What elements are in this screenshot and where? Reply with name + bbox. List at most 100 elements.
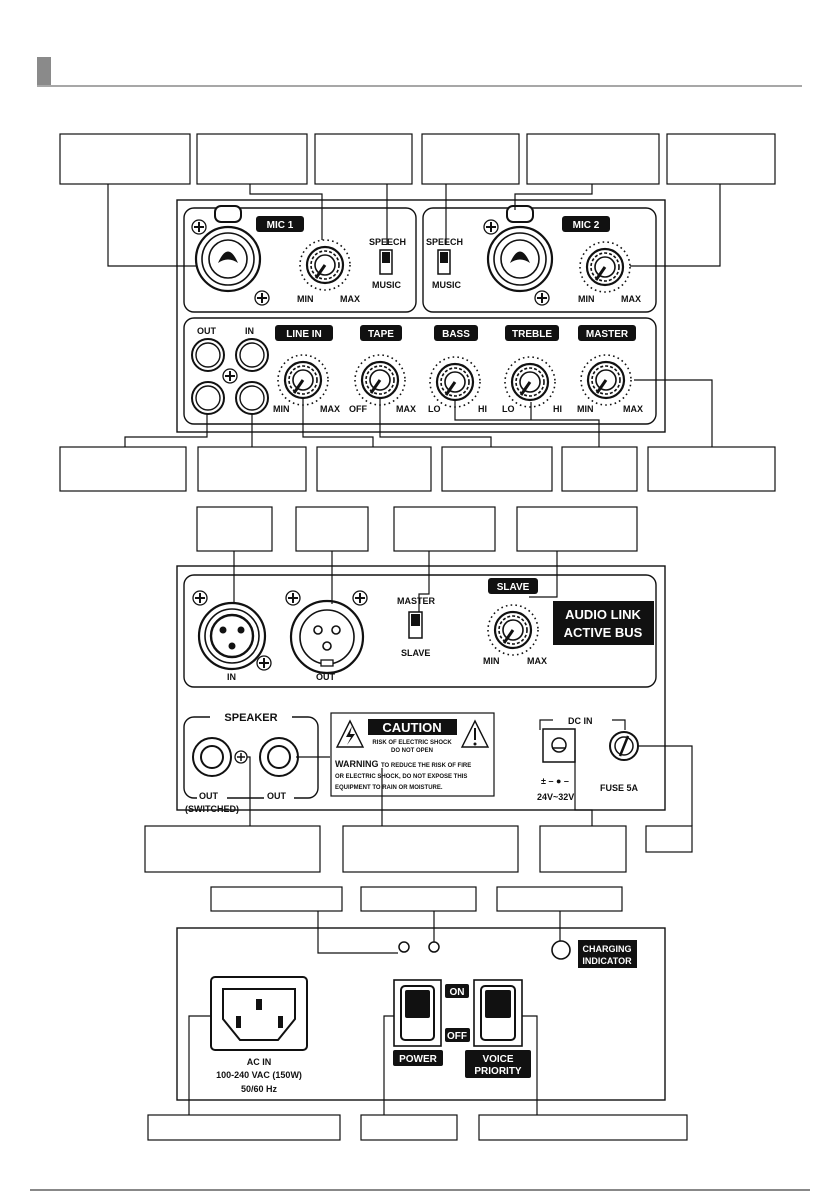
section-header [37,57,802,87]
leader-lines-panel3 [188,911,561,1115]
on-label: ON [450,987,465,998]
warn-text-3: EQUIPMENT TO RAIN OR MOISTURE. [335,785,443,791]
slave-switch-label: SLAVE [401,648,430,658]
polarity-symbol: ± – ● – [541,776,569,786]
audio-link-label: AUDIO LINK [565,607,641,622]
xlr-out-label: OUT [316,672,336,682]
mic2-speech-label: SPEECH [426,237,463,247]
dc-in-socket[interactable] [542,728,576,763]
out-label: OUT [197,326,217,336]
risk-text-2: DO NOT OPEN [391,748,433,754]
indicator-led-2 [428,941,440,953]
master-min: MIN [577,404,594,414]
rca-in-jack-bottom[interactable] [235,381,269,415]
rear-panel: IN OUT MASTER SLAVE SLAVE MIN MAX AUDIO … [176,565,666,814]
xlr-in-connector[interactable] [192,590,272,671]
power-switch[interactable] [393,979,442,1047]
mic1-max-label: MAX [340,294,360,304]
mic1-speech-music-switch[interactable] [379,249,393,275]
callout-box [59,446,187,492]
callout-boxes-panel3-bottom [147,1114,688,1141]
active-bus-label: ACTIVE BUS [564,625,643,640]
callout-box [59,133,191,185]
switched-label: (SWITCHED) [185,804,239,814]
priority-label: PRIORITY [474,1066,522,1077]
speaker-out-switched-jack[interactable] [192,737,232,777]
callout-boxes-panel2-top [196,506,638,552]
charging-label-2: INDICATOR [582,956,632,966]
mic2-combo-jack[interactable] [483,205,554,306]
leader-lines-panel1 [107,184,721,447]
callout-box [496,886,623,912]
speaker-out-jack[interactable] [259,737,299,777]
ac-in-label: AC IN [247,1057,272,1067]
caution-label: CAUTION RISK OF ELECTRIC SHOCK DO NOT OP… [330,712,495,797]
mic2-max-label: MAX [621,294,641,304]
callout-box [478,1114,688,1141]
line-in-label: LINE IN [286,329,322,340]
callout-box [197,446,307,492]
callout-box [210,886,343,912]
line-in-min: MIN [273,404,290,414]
callout-box [441,446,553,492]
ac-freq-label: 50/60 Hz [241,1084,278,1094]
callout-boxes-top [59,133,776,185]
callout-box [196,133,308,185]
charging-label-1: CHARGING [583,944,632,954]
treble-lo: LO [502,404,515,414]
callout-box [539,825,627,873]
mic1-combo-jack[interactable] [191,205,270,306]
slave-tag: SLAVE [497,582,530,593]
ac-spec-label: 100-240 VAC (150W) [216,1070,302,1080]
ac-inlet[interactable] [210,976,308,1051]
speaker-label: SPEAKER [224,712,277,724]
off-label: OFF [447,1031,467,1042]
tape-off: OFF [349,404,367,414]
xlr-in-label: IN [227,672,236,682]
callout-box [421,133,520,185]
out-label-2: OUT [267,791,287,801]
dc-in-label: DC IN [568,716,593,726]
master-slave-switch[interactable] [408,611,423,639]
charging-indicator-led [551,940,571,960]
rca-out-jack-top[interactable] [191,338,225,372]
master-label: MASTER [586,329,629,340]
leader-lines-panel2 [233,551,693,826]
mic1-label: MIC 1 [267,220,294,231]
callout-box [516,506,638,552]
callout-box [526,133,660,185]
fuse-label: FUSE 5A [600,783,639,793]
bass-label: BASS [442,329,470,340]
callout-box [196,506,273,552]
fuse-holder[interactable] [609,731,639,761]
callout-box [666,133,776,185]
rca-out-jack-bottom[interactable] [191,381,225,415]
tape-label: TAPE [368,329,394,340]
power-panel: CHARGING INDICATOR AC IN 100-240 VAC (15… [176,927,666,1101]
caution-text: CAUTION [382,720,441,735]
warn-text-2: OR ELECTRIC SHOCK, DO NOT EXPOSE THIS [335,774,467,780]
callout-boxes-mid [59,446,776,492]
rca-in-jack-top[interactable] [235,338,269,372]
bass-hi: HI [478,404,487,414]
slave-max: MAX [527,656,547,666]
callout-box [342,825,519,873]
voice-label: VOICE [482,1054,513,1065]
voice-priority-switch[interactable] [473,979,523,1047]
warn-text-1: TO REDUCE THE RISK OF FIRE [381,763,471,769]
mic2-speech-music-switch[interactable] [437,249,451,275]
master-max: MAX [623,404,643,414]
xlr-out-connector[interactable] [285,590,368,675]
mic2-label: MIC 2 [573,220,600,231]
warning-text: WARNING [335,759,379,769]
mic1-min-label: MIN [297,294,314,304]
callout-box [645,825,693,853]
bass-lo: LO [428,404,441,414]
callout-box [360,886,477,912]
master-switch-label: MASTER [397,596,436,606]
callout-box [393,506,496,552]
callout-box [147,1114,341,1141]
mic2-music-label: MUSIC [432,280,462,290]
risk-text-1: RISK OF ELECTRIC SHOCK [372,740,452,746]
